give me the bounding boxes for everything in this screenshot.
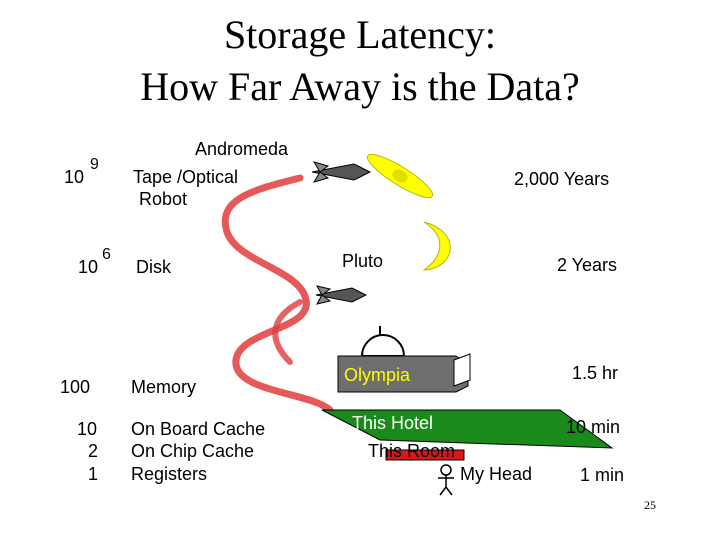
room-bar [385,449,465,461]
disk-exponent-base: 10 [78,257,99,277]
winding-road-lower [272,299,303,365]
winding-road [221,174,334,414]
cache-count-onboard: 10 [77,419,98,439]
disk-exponent: 6 [102,246,111,263]
tape-label-line-2: Robot [139,189,188,209]
tape-exponent-base: 10 [64,167,85,187]
spaceship-icon [311,161,372,183]
title-line-1: Storage Latency: [223,12,497,57]
onboard-cache-label: On Board Cache [131,419,266,439]
olympia-label: Olympia [344,365,411,385]
this-room-label: This Room [368,441,456,461]
hotel-platform [321,409,614,449]
this-hotel-label: This Hotel [352,413,434,433]
slide-number: 25 [644,498,656,512]
onchip-cache-label: On Chip Cache [131,441,255,461]
andromeda-galaxy-icon [366,153,434,199]
memory-count: 100 [60,377,91,397]
memory-time: 1.5 hr [572,363,619,383]
my-head-label: My Head [460,464,533,484]
cache-count-onchip: 2 [88,441,99,461]
cache-time-head: 1 min [580,465,625,485]
olympia-building-icon [337,326,471,393]
crescent-moon-icon [422,221,451,271]
registers-label: Registers [131,464,208,484]
andromeda-label: Andromeda [195,139,289,159]
tape-time: 2,000 Years [514,169,610,189]
tape-exponent: 9 [90,156,99,173]
disk-label: Disk [136,257,171,277]
title-line-2: How Far Away is the Data? [140,64,580,109]
cache-time-hotel: 10 min [566,417,621,437]
register-count: 1 [88,464,99,484]
pluto-label: Pluto [342,251,384,271]
stick-figure-icon [438,464,454,496]
disk-time: 2 Years [557,255,618,275]
tape-label-line-1: Tape /Optical [133,167,239,187]
spaceship-small-icon [315,285,368,305]
memory-label: Memory [131,377,197,397]
